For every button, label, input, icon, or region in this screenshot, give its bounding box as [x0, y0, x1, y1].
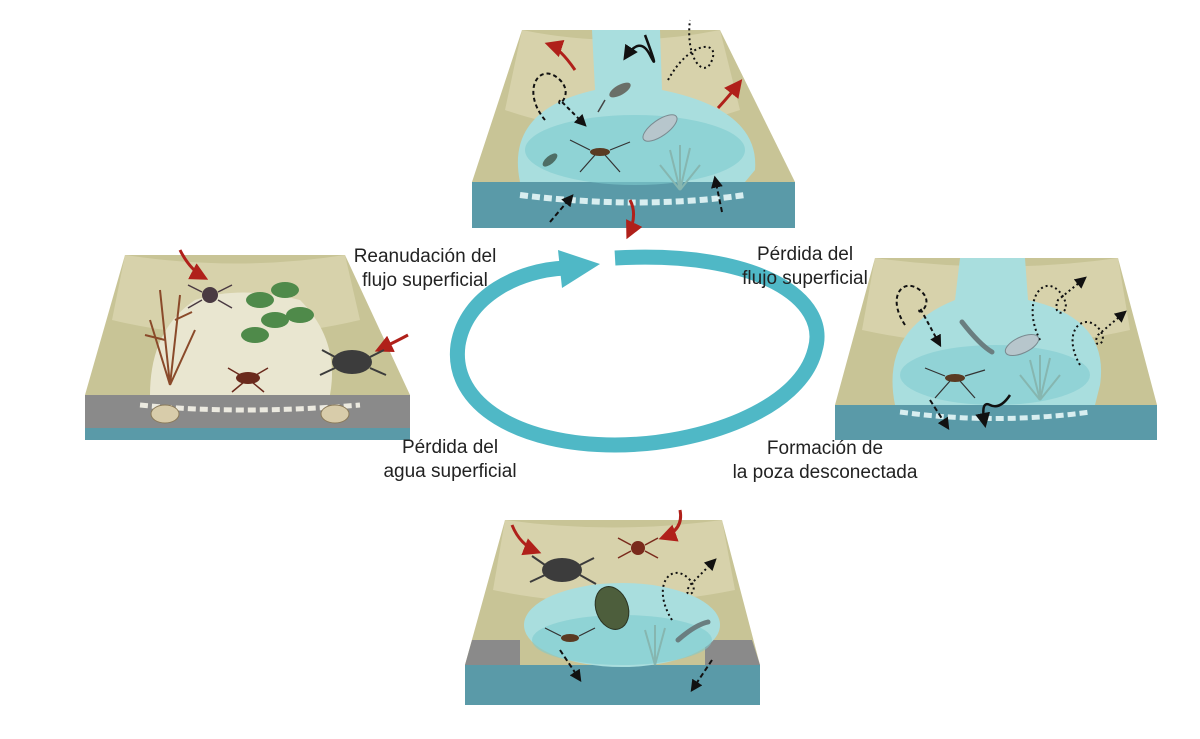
- panel-flow-loss: [835, 258, 1157, 440]
- terrestrial-plant-icon: [241, 282, 314, 343]
- dashed-arrow-icon: [549, 194, 574, 223]
- flight-path-icon: [1071, 310, 1127, 366]
- ground-beetle-icon: [529, 555, 597, 585]
- snail-shell-icon: [150, 404, 350, 424]
- panel-disconnected-pool: [465, 509, 760, 705]
- spider-icon: [617, 537, 659, 559]
- spider-icon: [187, 284, 233, 309]
- panel-dry-bed: [85, 249, 410, 440]
- red-arrow-icon: [626, 199, 643, 240]
- red-arrow-icon: [510, 524, 542, 556]
- red-arrow-icon: [716, 79, 743, 110]
- label-flow-loss: Pérdida del flujo superficial: [700, 243, 910, 291]
- red-arrow-icon: [658, 509, 683, 542]
- shrimp-icon: [959, 319, 995, 355]
- red-arrow-icon: [178, 249, 209, 280]
- red-arrow-icon: [544, 40, 577, 71]
- label-flow-loss-line1: Pérdida del: [756, 244, 854, 265]
- flight-path-icon: [1031, 276, 1087, 341]
- label-resumption: Reanudación del flujo superficial: [320, 245, 530, 293]
- cycle-arrow-head-icon: [558, 250, 600, 288]
- label-water-loss-line2: agua superficial: [383, 461, 517, 482]
- label-pool-formation-line1: Formación de: [766, 438, 884, 459]
- panel-flowing-stream: [472, 19, 795, 240]
- aquatic-plant-icon: [644, 625, 666, 666]
- cycle-arrow: [449, 249, 825, 453]
- shrimp-icon: [675, 619, 711, 643]
- label-resumption-line2: flujo superficial: [362, 270, 488, 291]
- ant-icon: [227, 367, 269, 393]
- water-strider-icon: [569, 139, 631, 173]
- label-pool-formation-line2: la poza desconectada: [732, 462, 918, 483]
- flight-path-icon: [661, 558, 717, 621]
- dashed-arrow-icon: [690, 659, 713, 692]
- caddisfly-case-icon: [642, 114, 678, 142]
- flight-path-icon: [667, 19, 715, 81]
- water-strider-icon: [924, 367, 986, 399]
- red-arrow-icon: [374, 333, 409, 353]
- ground-beetle-icon: [319, 349, 387, 376]
- dry-plant-icon: [144, 289, 196, 386]
- diving-beetle-icon: [594, 586, 630, 630]
- label-pool-formation: Formación de la poza desconectada: [700, 437, 950, 485]
- label-resumption-line1: Reanudación del: [353, 246, 497, 267]
- drift-icon: [623, 34, 656, 63]
- aquatic-insect-icon: [542, 153, 558, 167]
- caddisfly-case-icon: [1004, 333, 1040, 357]
- flight-path-icon: [895, 284, 942, 348]
- label-water-loss-line1: Pérdida del: [401, 437, 499, 458]
- label-flow-loss-line2: flujo superficial: [742, 268, 868, 289]
- mayfly-nymph-icon: [597, 82, 631, 113]
- aquatic-plant-icon: [1019, 355, 1061, 401]
- label-water-loss: Pérdida del agua superficial: [350, 436, 550, 484]
- dashed-arrow-icon: [559, 649, 582, 682]
- water-strider-icon: [544, 627, 596, 642]
- dashed-arrow-icon: [929, 399, 950, 431]
- aquatic-plant-icon: [659, 145, 701, 191]
- drift-icon: [975, 394, 1012, 428]
- dashed-arrow-icon: [711, 175, 723, 213]
- flight-path-icon: [532, 72, 587, 127]
